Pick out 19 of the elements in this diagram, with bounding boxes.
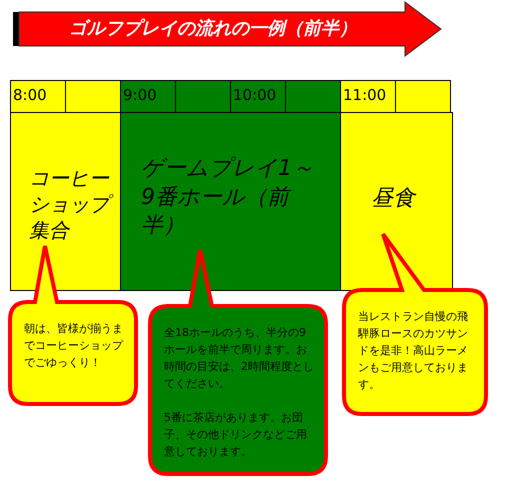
activity-text: コーヒーショップ集合 [29, 165, 119, 243]
time-label: 10:00 [233, 86, 276, 104]
callout-text: 全18ホールのうち、半分の9ホールを前半で周ります。お時間の目安は、2時間程度としてください。 [164, 325, 314, 392]
time-label: 11:00 [343, 86, 386, 104]
speech-bubble [148, 248, 328, 476]
arrow-banner [13, 2, 441, 56]
banner-title: ゴルフプレイの流れの一例（前半） [68, 17, 358, 40]
activity-block [120, 112, 341, 291]
time-label: 9:00 [123, 86, 157, 104]
callout-text: 当レストラン自慢の飛騨豚ロースのカツサンドを是非！高山ラーメンもご用意しております。 [358, 309, 469, 393]
activity-block [340, 112, 453, 291]
activity-text: ゲームプレイ1～9番ホール（前半） [141, 155, 315, 240]
speech-bubble [342, 232, 488, 416]
callout-text: 朝は、皆様が揃うまでコーヒーショップでごゆっくり！ [24, 321, 124, 371]
activity-text: 昼食 [371, 185, 418, 213]
speech-bubble [8, 244, 138, 406]
callout-text: 5番に茶店があります。お団子、その他ドリンクなどご用意しております。 [164, 410, 308, 460]
time-label: 8:00 [13, 86, 47, 104]
activity-block [10, 112, 121, 291]
